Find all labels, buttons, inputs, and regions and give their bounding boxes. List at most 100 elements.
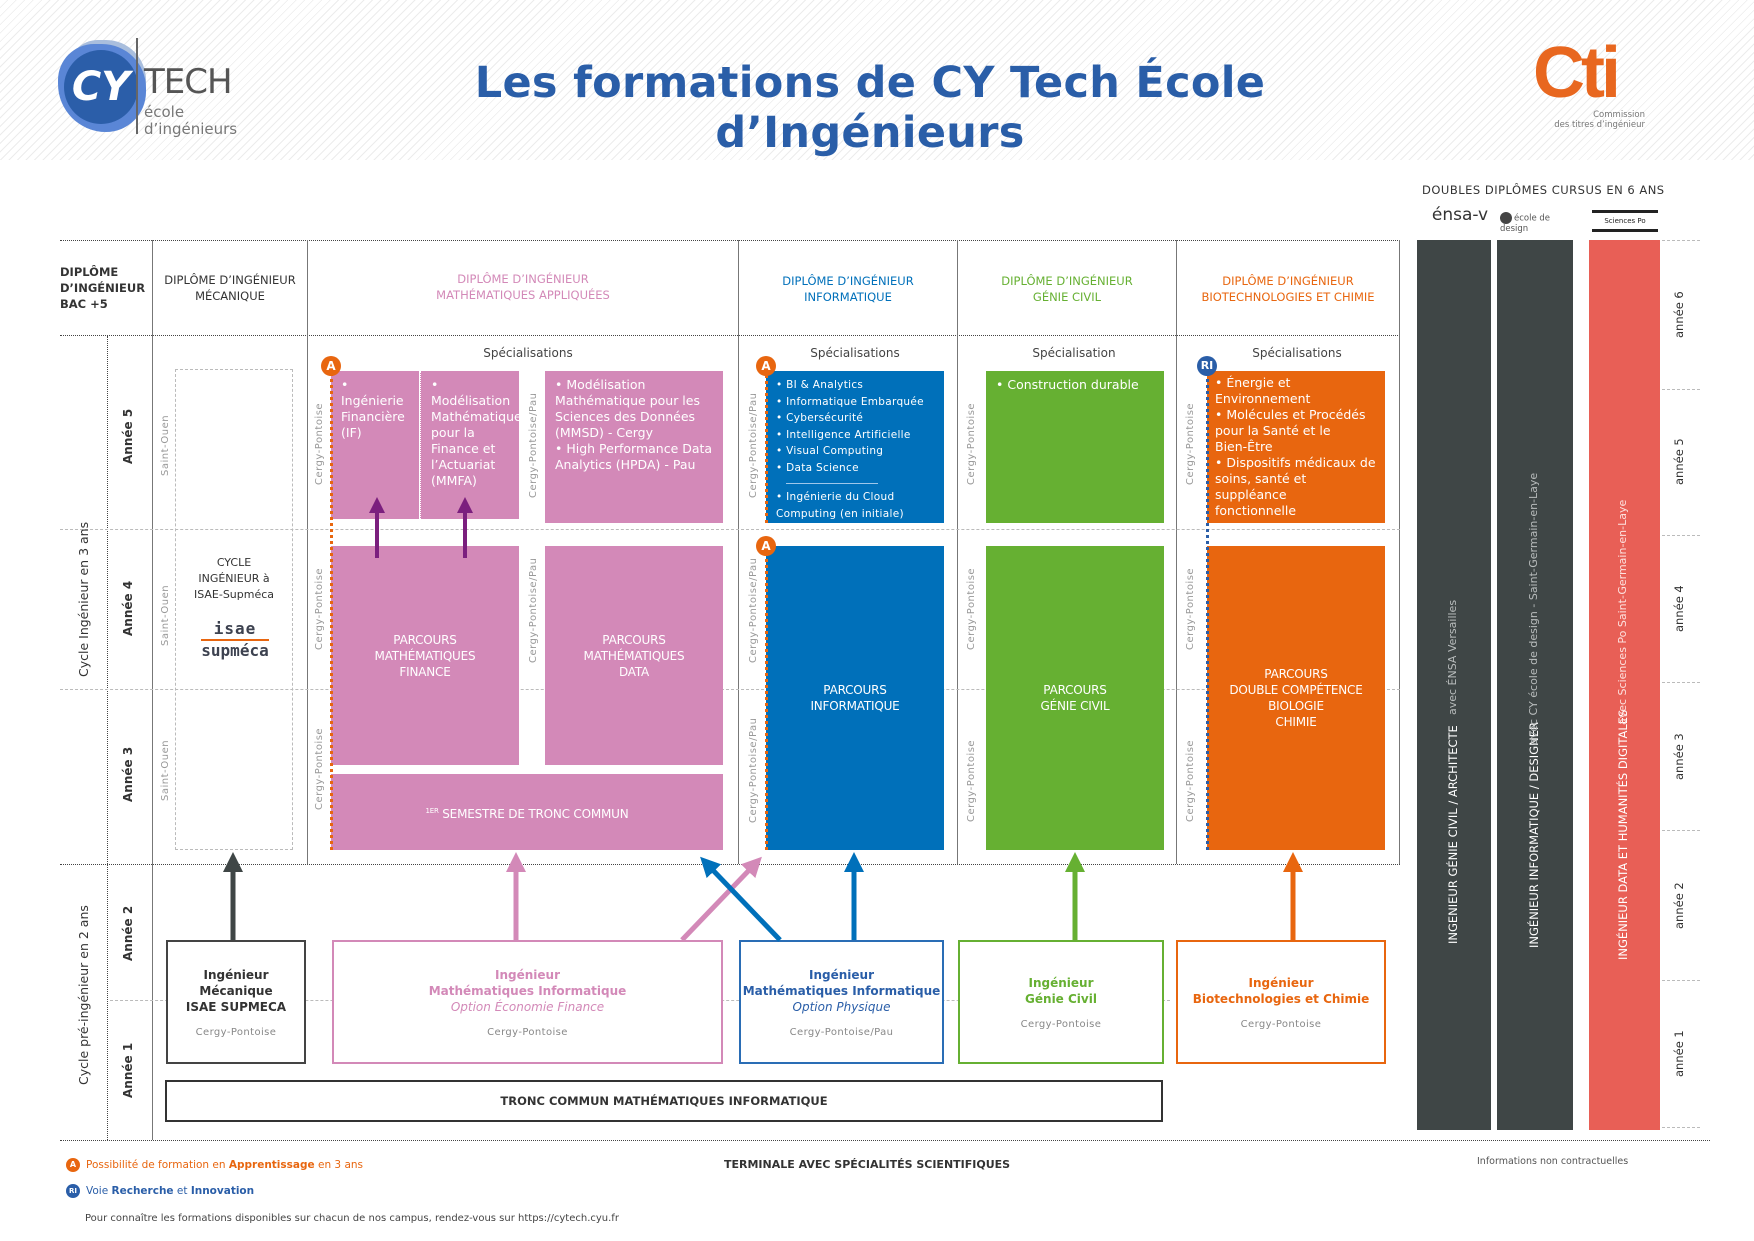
- apprentissage-badge-icon: A: [66, 1158, 80, 1172]
- column-header-line: INFORMATIQUE: [804, 290, 892, 304]
- prepa-box-maths-physique: Ingénieur Mathématiques Informatique Opt…: [739, 940, 944, 1064]
- double-diplome-title: INGÉNIEUR DATA ET HUMANITÉS DIGITALES: [1616, 709, 1630, 961]
- parcours-line: INFORMATIQUE: [810, 699, 900, 713]
- ecole-design-icon: [1500, 212, 1512, 224]
- parcours-line: PARCOURS: [823, 683, 887, 697]
- prepa-location: Cergy-Pontoise: [195, 1026, 277, 1038]
- parcours-line: MATHÉMATIQUES: [583, 648, 685, 663]
- prepa-box-maths-eco: Ingénieur Mathématiques Informatique Opt…: [332, 940, 723, 1064]
- parcours-line: PARCOURS: [602, 632, 666, 647]
- year-label: Année 3: [121, 746, 135, 802]
- isae-logo-top: isae: [213, 619, 257, 638]
- campus-label: Saint-Ouen: [160, 584, 171, 646]
- grid-bottom-line: [60, 1140, 1710, 1141]
- legend-apprentissage: A Possibilité de formation en Apprentiss…: [66, 1158, 363, 1172]
- column-header-biotech: DIPLÔME D’INGÉNIEUR BIOTECHNOLOGIES ET CH…: [1177, 273, 1399, 305]
- isae-supmeca-logo: isae supméca: [195, 620, 275, 660]
- year-separator: [1662, 240, 1700, 241]
- grid-line: [1176, 240, 1177, 864]
- spec-line: Mathématique: [431, 409, 522, 424]
- legend-bold: Recherche: [111, 1185, 174, 1197]
- grid-line: [1399, 240, 1400, 864]
- column-header-line: DIPLÔME D’INGÉNIEUR: [782, 274, 914, 288]
- campus-label: Cergy-Pontoise: [1185, 402, 1196, 485]
- double-diplome-data-humanites: [1589, 240, 1660, 1130]
- spec-header-info: Spécialisations: [810, 346, 900, 360]
- prepa-option: Option Économie Finance: [450, 999, 605, 1014]
- spec-line: • Data Science: [776, 461, 859, 474]
- legend-text: Possibilité de formation en Apprentissag…: [86, 1159, 363, 1171]
- prepa-location: Cergy-Pontoise: [1020, 1018, 1102, 1030]
- spec-line: • Molécules et Procédés: [1215, 407, 1366, 422]
- year-label-right: année 3: [1672, 733, 1686, 781]
- spec-line: pour la Santé et le: [1215, 423, 1331, 438]
- disclaimer: Informations non contractuelles: [1477, 1156, 1629, 1167]
- campus-label: Cergy-Pontoise: [1185, 567, 1196, 650]
- column-header-line: BIOTECHNOLOGIES ET CHIMIE: [1201, 290, 1375, 304]
- isae-cycle-line: ISAE-Supméca: [193, 588, 275, 601]
- column-header-line: DIPLÔME D’INGÉNIEUR: [1222, 274, 1354, 288]
- campus-label: Cergy-Pontoise: [314, 402, 325, 485]
- prepa-line: Ingénieur: [1248, 975, 1314, 990]
- parcours-informatique: PARCOURS INFORMATIQUE: [766, 546, 944, 850]
- campus-label: Cergy-Pontoise: [966, 567, 977, 650]
- spec-line: pour la: [431, 425, 475, 440]
- prepa-location: Cergy-Pontoise: [487, 1026, 568, 1038]
- campus-label: Cergy-Pontoise: [966, 739, 977, 822]
- row-header-line: BAC +5: [60, 297, 108, 311]
- prepa-line: Génie Civil: [1025, 991, 1097, 1006]
- isae-cycle-text: CYCLE INGÉNIEUR à ISAE-Supméca: [178, 555, 290, 603]
- grid-line: [60, 335, 1400, 336]
- double-diplome-partner: avec CY école de design - Saint-Germain-…: [1527, 472, 1540, 745]
- row-header: DIPLÔME D’INGÉNIEUR BAC +5: [60, 264, 145, 312]
- prepa-line: Biotechnologies et Chimie: [1192, 991, 1370, 1006]
- recherche-badge: RI: [1197, 356, 1217, 376]
- spec-line: Analytics (HPDA) - Pau: [555, 457, 696, 472]
- column-header-line: DIPLÔME D’INGÉNIEUR: [164, 273, 296, 287]
- parcours-line: MATHÉMATIQUES: [374, 648, 476, 663]
- parcours-line: DOUBLE COMPÉTENCE BIOLOGIE: [1229, 683, 1363, 713]
- spec-header-maths: Spécialisations: [483, 346, 573, 360]
- page-title: Les formations de CY Tech École d’Ingéni…: [474, 58, 1266, 158]
- arrow-physique-to-maths: [700, 856, 782, 942]
- year-label-right: année 2: [1672, 882, 1686, 930]
- prepa-line: Ingénieur: [809, 967, 874, 982]
- year-label: Année 1: [121, 1042, 135, 1098]
- campus-label: Saint-Ouen: [160, 414, 171, 476]
- campus-label: Cergy-Pontoise: [314, 727, 325, 810]
- prepa-line: Mathématiques Informatique: [428, 983, 627, 998]
- legend-bold: Apprentissage: [228, 1159, 315, 1171]
- spec-line: • Visual Computing: [776, 445, 884, 457]
- grid-top-line: [60, 240, 1400, 241]
- recherche-badge-icon: RI: [66, 1184, 80, 1198]
- prepa-line: ISAE SUPMECA: [185, 999, 287, 1014]
- parcours-line: DATA: [618, 664, 650, 679]
- prepa-line: Mathématiques Informatique: [742, 983, 941, 998]
- legend-part: et: [173, 1185, 191, 1197]
- grid-line: [957, 240, 958, 864]
- footer-link-text[interactable]: Pour connaître les formations disponible…: [85, 1213, 619, 1224]
- row-header-line: D’INGÉNIEUR: [60, 281, 146, 295]
- spec-line: • Construction durable: [996, 377, 1139, 392]
- parcours-line: CHIMIE: [1275, 715, 1317, 729]
- apprentissage-line: [330, 368, 333, 850]
- prepa-line: Mécanique: [199, 983, 273, 998]
- grid-line: [152, 240, 153, 1140]
- legend-bold: Innovation: [190, 1185, 255, 1197]
- spec-line: (MMFA): [431, 473, 477, 488]
- year-label-right: année 1: [1672, 1030, 1686, 1078]
- sciences-po-logo: Sciences Po: [1592, 210, 1658, 232]
- spec-line: Finance et: [431, 441, 496, 456]
- spec-line: • Cybersécurité: [776, 412, 864, 424]
- prepa-box-biotech: Ingénieur Biotechnologies et Chimie Cerg…: [1176, 940, 1386, 1064]
- spec-line: • Informatique Embarquée: [776, 395, 924, 408]
- logo-sub-line: d’ingénieurs: [144, 120, 238, 138]
